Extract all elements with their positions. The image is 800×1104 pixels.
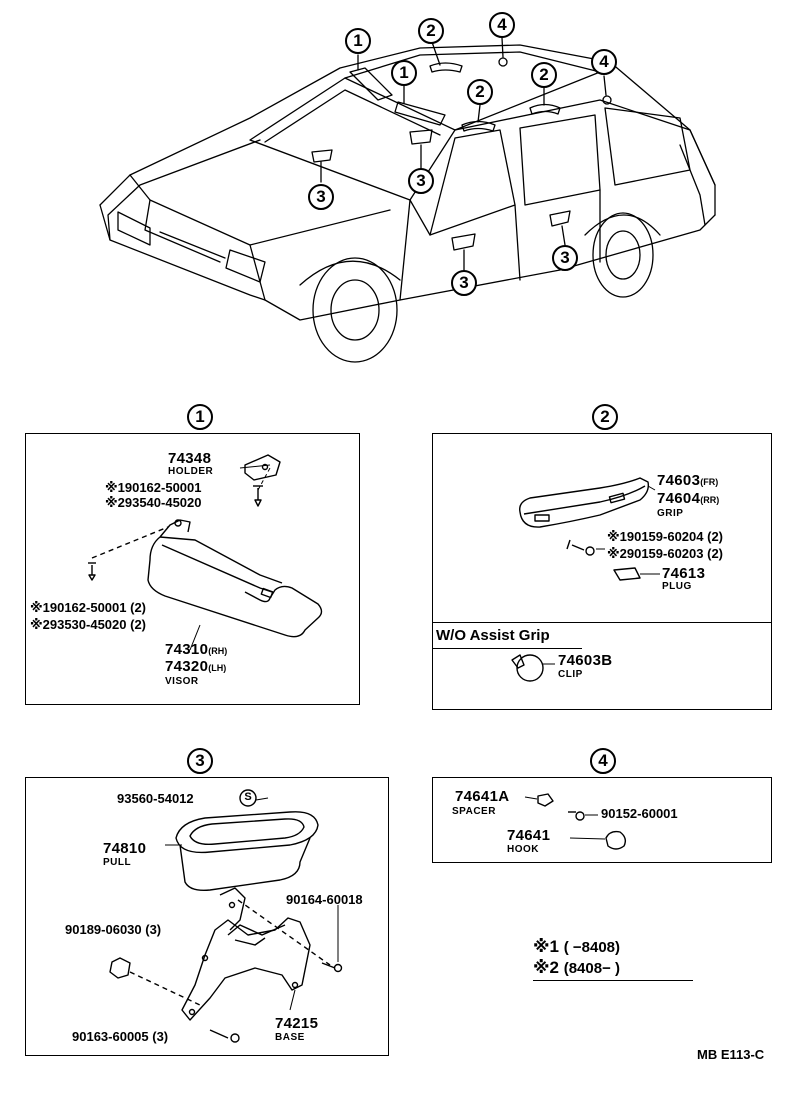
visor-screw-2: ※293530-45020 (2) [30,617,146,632]
hook-screw-part: 90152-60001 [601,806,678,821]
holder-screw-1: ※190162-50001 [105,480,202,495]
plug-label: PLUG [662,581,692,592]
callout-3-pull-door: 3 [451,270,477,296]
grip-screw-2: ※290159-60203 (2) [607,546,723,561]
pull-screw-part: 93560-54012 [117,791,194,806]
panel-4-heading: 4 [590,748,616,774]
visor-screw-1: ※190162-50001 (2) [30,600,146,615]
panel-3-pull [25,777,389,1056]
callout-4-hook-rear: 4 [591,49,617,75]
panel-4-hook [432,777,772,863]
clip-label: CLIP [558,669,583,680]
divider-wo-assist [432,622,772,623]
holder-label: HOLDER [168,466,214,477]
wo-assist-grip-title: W/O Assist Grip [436,627,550,644]
grip-fr-part: 74603(FR) [657,472,718,490]
legend-1-range: ( −8408) [563,939,621,956]
grip-rr-tag: (RR) [700,495,720,505]
spacer-label: SPACER [452,806,496,817]
legend-2-mark: ※2 [533,958,559,977]
legend-row-1: ※1 ( −8408) [533,937,620,957]
legend-underline [533,980,693,981]
grip-fr-number: 74603 [657,472,701,489]
hook-label: HOOK [507,844,539,855]
callout-3-pull-dash: 3 [308,184,334,210]
wo-assist-underline [432,648,582,649]
base-part-number: 74215 [275,1015,319,1032]
holder-screw-2: ※293540-45020 [105,495,202,510]
legend-1-mark: ※1 [533,937,559,956]
base-screw-part: 90163-60005 (3) [72,1029,169,1044]
callout-1-visor-rear: 1 [391,60,417,86]
grip-fr-tag: (FR) [700,477,719,487]
pull-part-number: 74810 [103,840,147,857]
pull-label: PULL [103,857,132,868]
legend-2-range: (8408− ) [563,960,621,977]
diagram-code: MB E113-C [697,1047,765,1062]
visor-rh-tag: (RH) [208,646,228,656]
panel-1-heading: 1 [187,404,213,430]
panel-1-visor [25,433,360,705]
grip-label: GRIP [657,508,684,519]
base-bolt-part: 90164-60018 [286,892,363,907]
grip-screw-1: ※190159-60204 (2) [607,529,723,544]
clip-part-number: 74603B [558,652,613,669]
hook-part-number: 74641 [507,827,551,844]
callout-1-visor-front: 1 [345,28,371,54]
visor-rh-part: 74310(RH) [165,641,227,659]
visor-label: VISOR [165,676,199,687]
base-label: BASE [275,1032,305,1043]
callout-3-pull-rear: 3 [552,245,578,271]
visor-lh-tag: (LH) [208,663,227,673]
holder-part-number: 74348 [168,450,212,467]
callout-2-grip-front: 2 [418,18,444,44]
callout-2-grip-mid: 2 [467,79,493,105]
panel-2-heading: 2 [592,404,618,430]
grip-rr-number: 74604 [657,490,701,507]
s-mark: S [244,791,252,803]
panel-2-grip [432,433,772,710]
nut-part: 90189-06030 (3) [65,922,162,937]
callout-4-hook-roof: 4 [489,12,515,38]
plug-part-number: 74613 [662,565,706,582]
grip-rr-part: 74604(RR) [657,490,719,508]
visor-lh-part: 74320(LH) [165,658,226,676]
visor-rh-number: 74310 [165,641,209,658]
callout-2-grip-rear: 2 [531,62,557,88]
spacer-part-number: 74641A [455,788,510,805]
legend-row-2: ※2 (8408− ) [533,958,620,978]
visor-lh-number: 74320 [165,658,209,675]
panel-3-heading: 3 [187,748,213,774]
callout-3-pull-front: 3 [408,168,434,194]
